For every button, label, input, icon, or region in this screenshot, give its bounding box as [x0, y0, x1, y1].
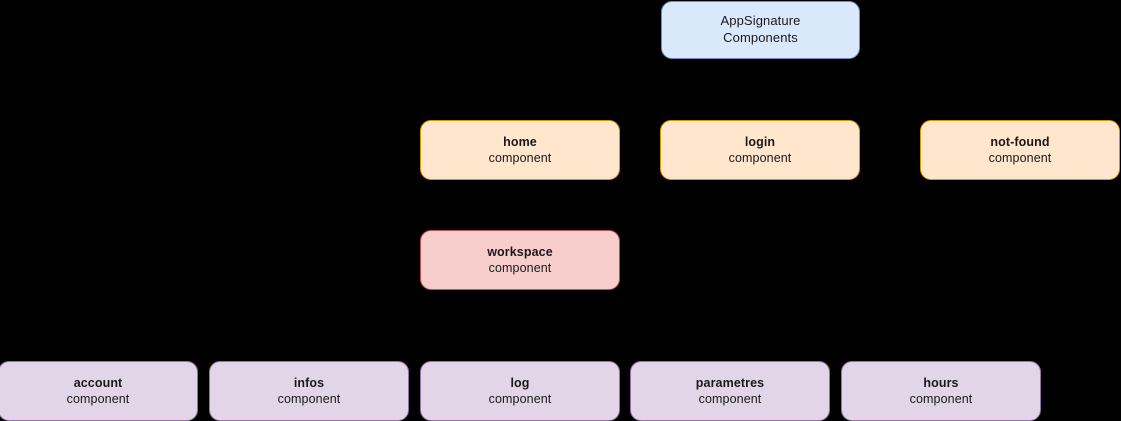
- node-parametres[interactable]: parametres component: [630, 361, 830, 421]
- node-subtitle: component: [909, 392, 973, 406]
- node-account[interactable]: account component: [0, 361, 198, 421]
- node-subtitle: component: [698, 392, 762, 406]
- node-title: not-found: [990, 134, 1050, 149]
- node-hours[interactable]: hours component: [841, 361, 1041, 421]
- node-subtitle: component: [488, 261, 552, 275]
- node-subtitle: component: [988, 151, 1052, 165]
- node-login[interactable]: login component: [660, 120, 860, 180]
- node-subtitle: component: [728, 151, 792, 165]
- node-infos[interactable]: infos component: [209, 361, 409, 421]
- node-not-found[interactable]: not-found component: [920, 120, 1120, 180]
- node-subtitle: component: [277, 392, 341, 406]
- node-subtitle: component: [488, 151, 552, 165]
- node-title: parametres: [695, 375, 765, 390]
- node-log[interactable]: log component: [420, 361, 620, 421]
- node-title: home: [503, 134, 537, 149]
- node-title: workspace: [487, 244, 553, 259]
- node-title: log: [510, 375, 530, 390]
- node-title: infos: [293, 375, 325, 390]
- node-subtitle: Components: [723, 30, 798, 45]
- node-title: account: [73, 375, 123, 390]
- node-subtitle: component: [488, 392, 552, 406]
- node-title: hours: [923, 375, 959, 390]
- node-workspace[interactable]: workspace component: [420, 230, 620, 290]
- node-home[interactable]: home component: [420, 120, 620, 180]
- node-title: AppSignature: [720, 13, 801, 29]
- node-title: login: [744, 134, 776, 149]
- node-subtitle: component: [66, 392, 130, 406]
